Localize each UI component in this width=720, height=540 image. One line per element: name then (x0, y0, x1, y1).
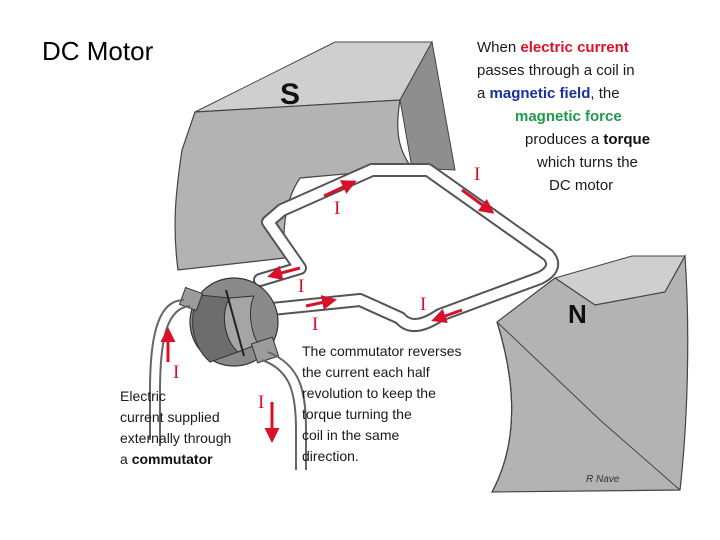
current-label: I (312, 314, 318, 335)
current-arrow (305, 295, 337, 310)
current-arrow (461, 188, 495, 214)
current-arrow (267, 265, 301, 281)
slide-title: DC Motor (42, 36, 154, 66)
commutator (178, 277, 280, 367)
current-arrow (323, 180, 357, 198)
north-pole-label: N (568, 299, 587, 329)
current-labels: I I I I I I I (173, 164, 480, 413)
commutator-caption: The commutator reverses the current each… (302, 343, 462, 464)
current-label: I (334, 198, 340, 219)
south-pole-magnet: S (174, 40, 456, 271)
south-pole-label: S (280, 78, 300, 111)
supply-caption: Electric current supplied externally thr… (120, 388, 232, 467)
image-credit: R Nave (586, 474, 620, 485)
current-label: I (298, 276, 304, 297)
armature-coil (253, 163, 560, 332)
torque-caption: When electric current passes through a c… (477, 39, 651, 194)
current-arrow (431, 308, 463, 324)
north-pole-magnet: N (490, 253, 689, 493)
current-label: I (420, 294, 426, 315)
current-label: I (258, 392, 264, 413)
current-label: I (474, 164, 480, 185)
current-label: I (173, 362, 179, 383)
coil-current-arrows (267, 180, 495, 324)
